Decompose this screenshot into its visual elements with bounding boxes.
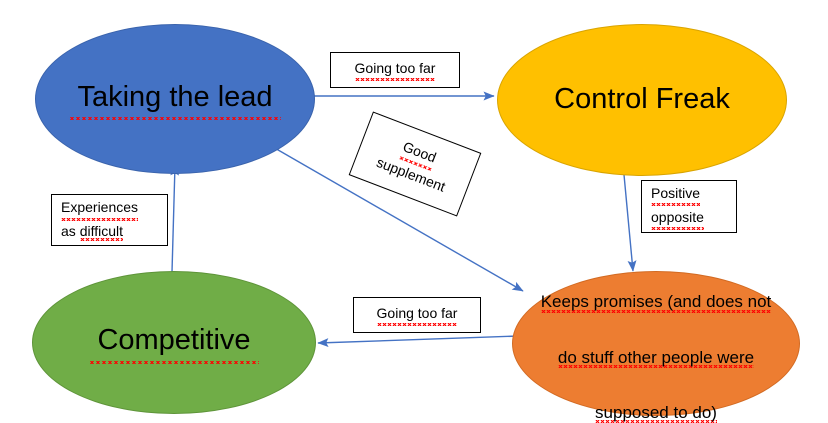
node-taking-the-lead-label: Taking the lead: [69, 76, 280, 121]
node-control-freak[interactable]: Control Freak: [497, 24, 787, 176]
node-keeps-promises-label: Keeps promises (and does not do stuff ot…: [533, 261, 780, 423]
edge-label-good-supplement[interactable]: Good supplement: [348, 111, 482, 217]
node-taking-the-lead[interactable]: Taking the lead: [35, 24, 315, 174]
edge-label-going-too-far-top[interactable]: Going too far: [330, 52, 460, 88]
edge-label-positive-opposite-line-2: opposite: [651, 206, 704, 231]
arrow-competitive-to-lead: [170, 164, 180, 273]
edge-label-going-too-far-bottom-text: Going too far: [376, 303, 458, 327]
edge-label-positive-opposite[interactable]: Positive opposite: [641, 180, 737, 233]
node-control-freak-label: Control Freak: [554, 83, 730, 116]
node-keeps-promises-line-1: Keeps promises (and does not: [540, 292, 772, 312]
edge-label-experiences-line-2: as difficult: [61, 223, 124, 239]
node-competitive-label: Competitive: [89, 320, 258, 364]
edge-label-experiences-as-difficult[interactable]: Experiences as difficult: [51, 194, 168, 246]
edge-label-going-too-far-top-text: Going too far: [354, 58, 436, 82]
arrow-freak-to-keeps: [622, 163, 637, 272]
edge-label-positive-opposite-line-1: Positive: [651, 182, 701, 207]
edge-label-going-too-far-bottom[interactable]: Going too far: [353, 297, 481, 333]
node-keeps-promises-line-2: do stuff other people were: [557, 347, 755, 367]
node-keeps-promises-line-3: supposed to do): [595, 402, 717, 422]
edge-label-experiences-word-difficult: difficult: [79, 223, 124, 239]
node-competitive[interactable]: Competitive: [32, 271, 316, 414]
arrow-keeps-to-competitive: [317, 335, 520, 348]
edge-label-experiences-line-1: Experiences: [61, 197, 139, 221]
node-keeps-promises[interactable]: Keeps promises (and does not do stuff ot…: [512, 271, 800, 422]
